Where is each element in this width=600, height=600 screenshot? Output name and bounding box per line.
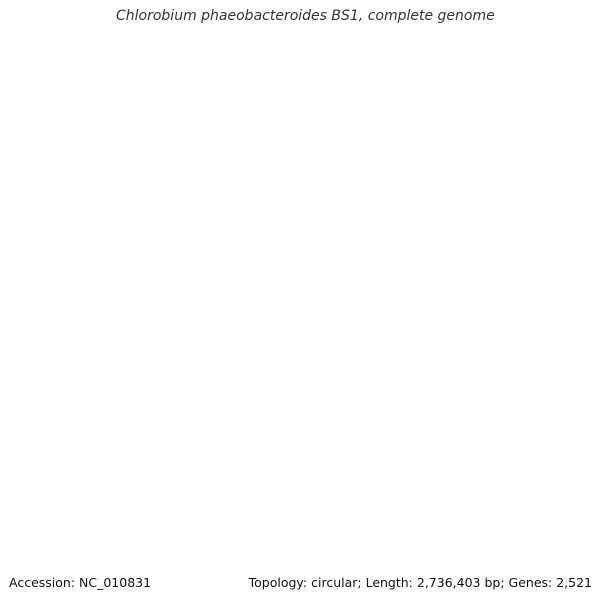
topology-text: Topology: circular; Length: 2,736,403 bp… — [248, 575, 592, 590]
genome-title: Chlorobium phaeobacteroides BS1, complet… — [116, 8, 495, 24]
accession-text: Accession: NC_010831 — [9, 575, 152, 590]
